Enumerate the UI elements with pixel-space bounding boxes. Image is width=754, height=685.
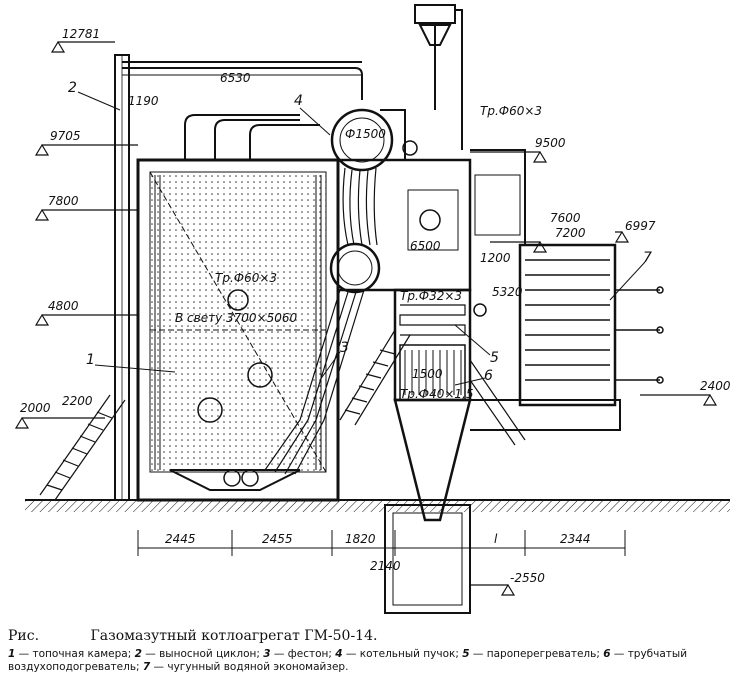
pipe-40-label: Тр.Ф40×1,5 (400, 387, 474, 401)
legend-text-2: — выносной циклон; (141, 648, 264, 660)
pipe-left-label: Тр.Ф60×3 (215, 271, 277, 285)
inner-size-label: В свету 3700×5060 (175, 311, 298, 325)
elevation-2400: 2400 (700, 379, 731, 393)
elevation-4800: 4800 (48, 299, 79, 313)
legend-text-6: — трубчатый воздухоподогреватель; (8, 648, 688, 673)
legend-num-5: 5 (462, 648, 470, 660)
elevation-7800: 7800 (48, 194, 79, 208)
boiler-bank (342, 167, 378, 246)
callout-4: 4 (294, 93, 303, 109)
callout-1: 1 (86, 352, 95, 368)
right-stairs (469, 359, 526, 446)
elevation-12781: 12781 (62, 27, 100, 41)
center-stairs (339, 329, 411, 426)
elevation-5320: 5320 (492, 285, 523, 299)
callout-leaders (77, 91, 646, 386)
legend-num-3: 3 (263, 648, 271, 660)
elevation-6997: 6997 (625, 219, 656, 233)
ground (25, 499, 730, 614)
top-piping (122, 61, 406, 160)
drum-diameter-label: Ф1500 (345, 127, 386, 141)
dimension-2455: 2455 (262, 532, 293, 546)
elevation-minus-2550: -2550 (510, 571, 545, 585)
pipe-top-label: Тр.Ф60×3 (480, 104, 542, 118)
caption-title: Газомазутный котлоагрегат ГМ-50-14. (90, 628, 378, 644)
dimension-6500: 6500 (410, 239, 441, 253)
dimension-2140: 2140 (370, 559, 401, 573)
legend-text-7: — чугунный водяной экономайзер. (150, 661, 349, 673)
caption-prefix: Рис. (8, 628, 40, 644)
furnace-chamber (136, 158, 441, 502)
legend-num-2: 2 (134, 648, 142, 660)
legend-text-5: — пароперегреватель; (469, 648, 604, 660)
dimension-l: l (494, 532, 498, 546)
lower-drum (329, 242, 381, 294)
dimension-1190: 1190 (128, 94, 159, 108)
external-cyclone (114, 54, 130, 501)
left-stairs (39, 394, 126, 501)
elevation-9705: 9705 (50, 129, 81, 143)
figure-legend: 1 — топочная камера; 2 — выносной циклон… (8, 648, 748, 674)
pipe-32-label: Тр.Ф32×3 (400, 289, 462, 303)
dimension-6530: 6530 (220, 71, 251, 85)
elevation-2200: 2200 (62, 394, 93, 408)
callout-5: 5 (490, 350, 499, 366)
dimension-2344: 2344 (560, 532, 591, 546)
elevation-2000: 2000 (20, 401, 51, 415)
legend-num-6: 6 (603, 648, 611, 660)
callout-3: 3 (340, 340, 349, 356)
legend-num-1: 1 (8, 648, 16, 660)
elevation-9500: 9500 (535, 136, 566, 150)
superheater (399, 303, 487, 336)
convective-shaft (336, 158, 472, 522)
elevation-7600: 7600 (550, 211, 581, 225)
legend-text-1: — топочная камера; (15, 648, 135, 660)
callout-6: 6 (484, 368, 493, 384)
elevation-markers (14, 40, 718, 596)
callout-2: 2 (68, 80, 77, 96)
elevation-7200: 7200 (555, 226, 586, 240)
figure-caption: Рис. Газомазутный котлоагрегат ГМ-50-14. (8, 628, 748, 644)
air-preheater (399, 344, 466, 401)
legend-text-3: — фестон; (270, 648, 336, 660)
dimension-1200: 1200 (480, 251, 511, 265)
legend-text-4: — котельный пучок; (342, 648, 463, 660)
dimension-1820: 1820 (345, 532, 376, 546)
bottom-dimensions (122, 74, 626, 556)
callout-7: 7 (643, 250, 652, 266)
steam-drum (330, 108, 418, 172)
legend-num-4: 4 (335, 648, 343, 660)
boiler-drawing: 12781 9705 7800 4800 2000 2200 9500 7600… (14, 4, 731, 614)
dimension-1500: 1500 (412, 367, 443, 381)
water-economizer (518, 243, 664, 407)
stack (414, 4, 463, 150)
dimension-2445: 2445 (165, 532, 196, 546)
right-ducting (470, 149, 621, 431)
festoon (264, 289, 365, 475)
legend-num-7: 7 (142, 661, 151, 673)
